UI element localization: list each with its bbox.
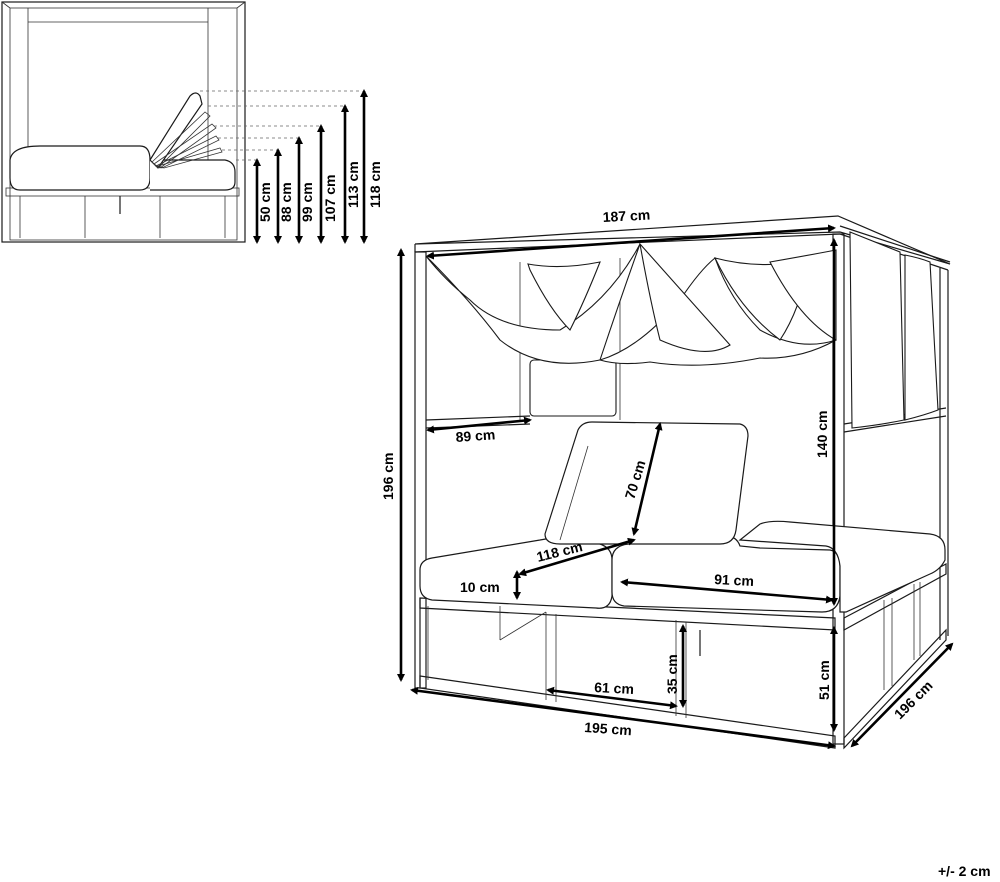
label-side-panel: 89 cm: [455, 426, 496, 445]
dimension-arrows: [397, 224, 954, 750]
height-label-50: 50 cm: [257, 182, 273, 222]
height-label-118: 118 cm: [367, 161, 383, 208]
height-label-113: 113 cm: [345, 161, 361, 208]
height-label-88: 88 cm: [278, 182, 294, 222]
label-cushion-thickness: 10 cm: [460, 579, 500, 595]
label-top-width: 187 cm: [602, 207, 650, 225]
label-frame-height: 51 cm: [816, 660, 832, 700]
height-label-107: 107 cm: [322, 175, 338, 222]
label-gap-width: 61 cm: [594, 679, 634, 697]
label-total-height: 196 cm: [380, 453, 396, 500]
label-gap-height: 35 cm: [664, 654, 680, 694]
label-canopy-height: 140 cm: [814, 411, 830, 458]
height-label-99: 99 cm: [299, 182, 315, 222]
label-bottom-width: 195 cm: [584, 719, 632, 738]
height-arrows: [253, 89, 368, 244]
tolerance-note: +/- 2 cm: [938, 863, 991, 879]
label-cushion-width: 91 cm: [714, 571, 754, 589]
side-view-thumbnail: [1, 1, 362, 243]
